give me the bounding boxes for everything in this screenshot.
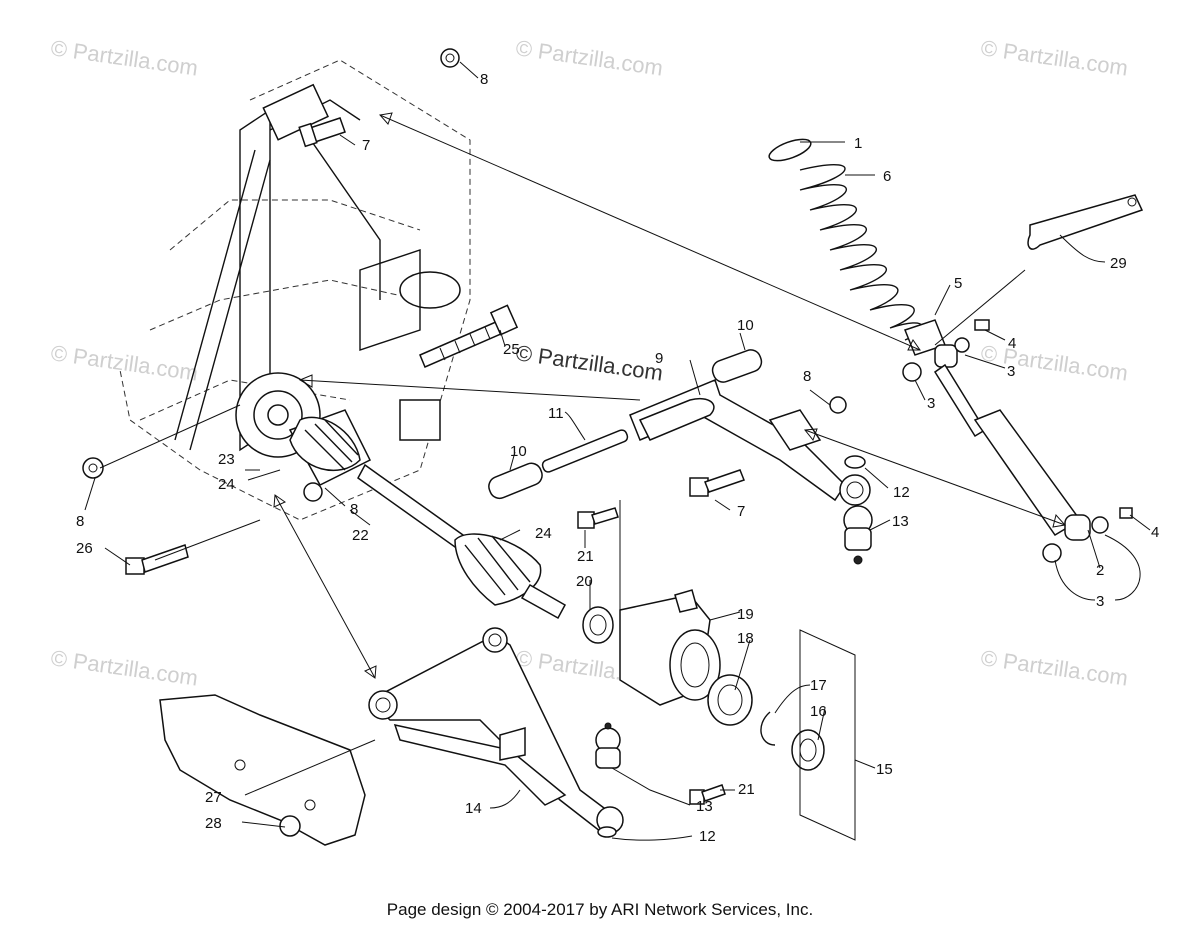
spanner-wrench xyxy=(1027,194,1144,250)
callout-24: 24 xyxy=(218,476,235,493)
callout-5: 5 xyxy=(954,275,962,292)
callout-2: 2 xyxy=(1096,562,1104,579)
callout-12: 12 xyxy=(699,828,716,845)
callout-24: 24 xyxy=(535,525,552,542)
watermark: © Partzilla.com xyxy=(514,35,664,80)
callout-4: 4 xyxy=(1008,335,1016,352)
callout-4: 4 xyxy=(1151,524,1159,541)
watermark: © Partzilla.com xyxy=(979,340,1129,385)
callout-6: 6 xyxy=(883,168,891,185)
callout-7: 7 xyxy=(362,137,370,154)
callout-27: 27 xyxy=(205,789,222,806)
callout-16: 16 xyxy=(810,703,827,720)
callout-3: 3 xyxy=(1007,363,1015,380)
callout-29: 29 xyxy=(1110,255,1127,272)
lower-a-arm xyxy=(368,627,624,836)
callout-23: 23 xyxy=(218,451,235,468)
callout-17: 17 xyxy=(810,677,827,694)
callout-15: 15 xyxy=(876,761,893,778)
callout-8: 8 xyxy=(480,71,488,88)
arm-guard xyxy=(159,694,366,846)
bolts-21 xyxy=(577,507,726,805)
ball-joint-lower xyxy=(595,722,621,769)
watermark: © Partzilla.com xyxy=(979,645,1129,690)
callout-13: 13 xyxy=(696,798,713,815)
bolt-7-mid xyxy=(689,469,745,497)
callout-11: 11 xyxy=(548,405,564,422)
callout-20: 20 xyxy=(576,573,593,590)
watermark-center: © Partzilla.com xyxy=(514,340,664,385)
nut-8-right xyxy=(829,396,847,414)
callout-13: 13 xyxy=(892,513,909,530)
watermark: © Partzilla.com xyxy=(49,35,199,80)
leader-lines xyxy=(84,61,1151,841)
bushings xyxy=(488,349,763,500)
coil-spring xyxy=(768,138,923,341)
bolt-7-top xyxy=(298,117,346,148)
callout-28: 28 xyxy=(205,815,222,832)
callout-8: 8 xyxy=(803,368,811,385)
parts-diagram: © Partzilla.com © Partzilla.com © Partzi… xyxy=(49,35,1159,846)
page-footer: Page design © 2004-2017 by ARI Network S… xyxy=(386,900,814,919)
callout-10: 10 xyxy=(737,317,754,334)
callout-3: 3 xyxy=(1096,593,1104,610)
steering-knuckle xyxy=(619,589,753,726)
callout-18: 18 xyxy=(737,630,754,647)
clip-12-upper xyxy=(844,455,866,469)
axle-shaft xyxy=(288,409,567,620)
upper-a-arm xyxy=(629,379,871,506)
callout-8: 8 xyxy=(350,501,358,518)
callout-19: 19 xyxy=(737,606,754,623)
clip-12-lower xyxy=(597,826,617,838)
callout-3: 3 xyxy=(927,395,935,412)
watermark: © Partzilla.com xyxy=(49,645,199,690)
callout-26: 26 xyxy=(76,540,93,557)
shock-hardware xyxy=(902,319,1133,563)
nut-8-top xyxy=(440,48,460,68)
shock-absorber xyxy=(904,319,1091,541)
callout-9: 9 xyxy=(655,350,663,367)
bolt-25 xyxy=(419,304,519,368)
ball-joint-upper xyxy=(843,505,873,565)
callout-12: 12 xyxy=(893,484,910,501)
callout-21: 21 xyxy=(577,548,594,565)
callout-1: 1 xyxy=(854,135,862,152)
callout-22: 22 xyxy=(352,527,369,544)
callout-14: 14 xyxy=(465,800,482,817)
callout-8: 8 xyxy=(76,513,84,530)
callout-labels: 1 2 3 3 3 4 4 5 6 7 7 8 8 8 8 9 10 10 11… xyxy=(76,71,1159,845)
callout-25: 25 xyxy=(503,341,520,358)
callout-21: 21 xyxy=(738,781,755,798)
watermark: © Partzilla.com xyxy=(49,340,199,385)
callout-10: 10 xyxy=(510,443,527,460)
callout-7: 7 xyxy=(737,503,745,520)
watermark: © Partzilla.com xyxy=(979,35,1129,80)
watermarks: © Partzilla.com © Partzilla.com © Partzi… xyxy=(49,35,1129,690)
